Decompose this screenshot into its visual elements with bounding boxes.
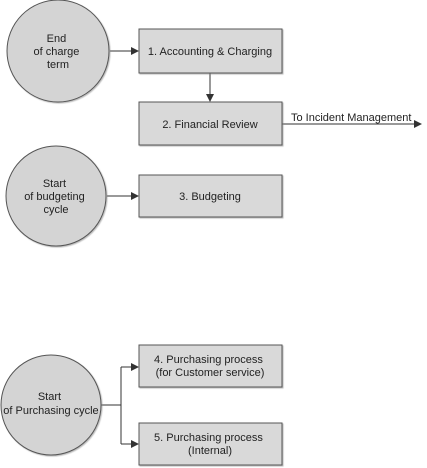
process-label-line: 3. Budgeting [179, 191, 241, 203]
process-financial-review: 2. Financial Review [138, 101, 283, 146]
process-label-line: 5. Purchasing process [154, 432, 263, 444]
process-box [138, 422, 283, 466]
event-label-line: of budgeting [24, 191, 85, 203]
svg-text:End of charge term: End of charge term [34, 33, 83, 71]
process-label-line: (Internal) [188, 445, 232, 457]
svg-text:5. Purchasing process (I: 5. Purchasing process (Internal) [154, 432, 266, 457]
svg-text:2. Financial Review: 2. Financial Review [162, 119, 257, 131]
process-purchasing-customer: 4. Purchasing process (for Customer serv… [138, 344, 283, 388]
event-label-line: term [47, 59, 69, 71]
process-label-line: 2. Financial Review [162, 119, 257, 131]
event-label-line: Start [38, 391, 61, 403]
process-box [138, 101, 283, 146]
svg-text:4. Purchasing process (f: 4. Purchasing process (for Customer serv… [154, 354, 266, 379]
event-end-charge-term: End of charge term [6, 0, 110, 103]
svg-text:3. Budgeting: 3. Budgeting [179, 191, 241, 203]
svg-text:Start of Purchasing cycl: Start of Purchasing cycle [3, 391, 98, 417]
process-label-line: 1. Accounting & Charging [148, 46, 272, 58]
process-label-line: 4. Purchasing process [154, 354, 263, 366]
event-label-line: cycle [43, 204, 68, 216]
event-circle [5, 145, 107, 247]
svg-text:Start of budgeting: Start of budgeting cycle [24, 178, 88, 216]
event-label-line: of Purchasing cycle [3, 405, 98, 417]
event-label-line: of charge [34, 46, 80, 58]
process-box [138, 28, 283, 74]
event-start-purchasing: Start of Purchasing cycle [0, 354, 102, 456]
process-purchasing-internal: 5. Purchasing process (Internal) [138, 422, 283, 466]
process-box [138, 344, 283, 388]
event-label-line: Start [43, 178, 66, 190]
process-box [138, 174, 283, 218]
process-budgeting: 3. Budgeting [138, 174, 283, 218]
svg-text:1. Accounting & Charging: 1. Accounting & Charging [148, 46, 272, 58]
process-accounting-charging: 1. Accounting & Charging [138, 28, 283, 74]
event-circle [6, 0, 110, 103]
event-circle [0, 354, 102, 456]
connectors [101, 47, 422, 448]
event-label-line: End [47, 33, 67, 45]
process-label-line: (for Customer service) [156, 367, 265, 379]
event-start-budgeting: Start of budgeting cycle [5, 145, 107, 247]
incident-management-label: To Incident Management [291, 112, 411, 124]
